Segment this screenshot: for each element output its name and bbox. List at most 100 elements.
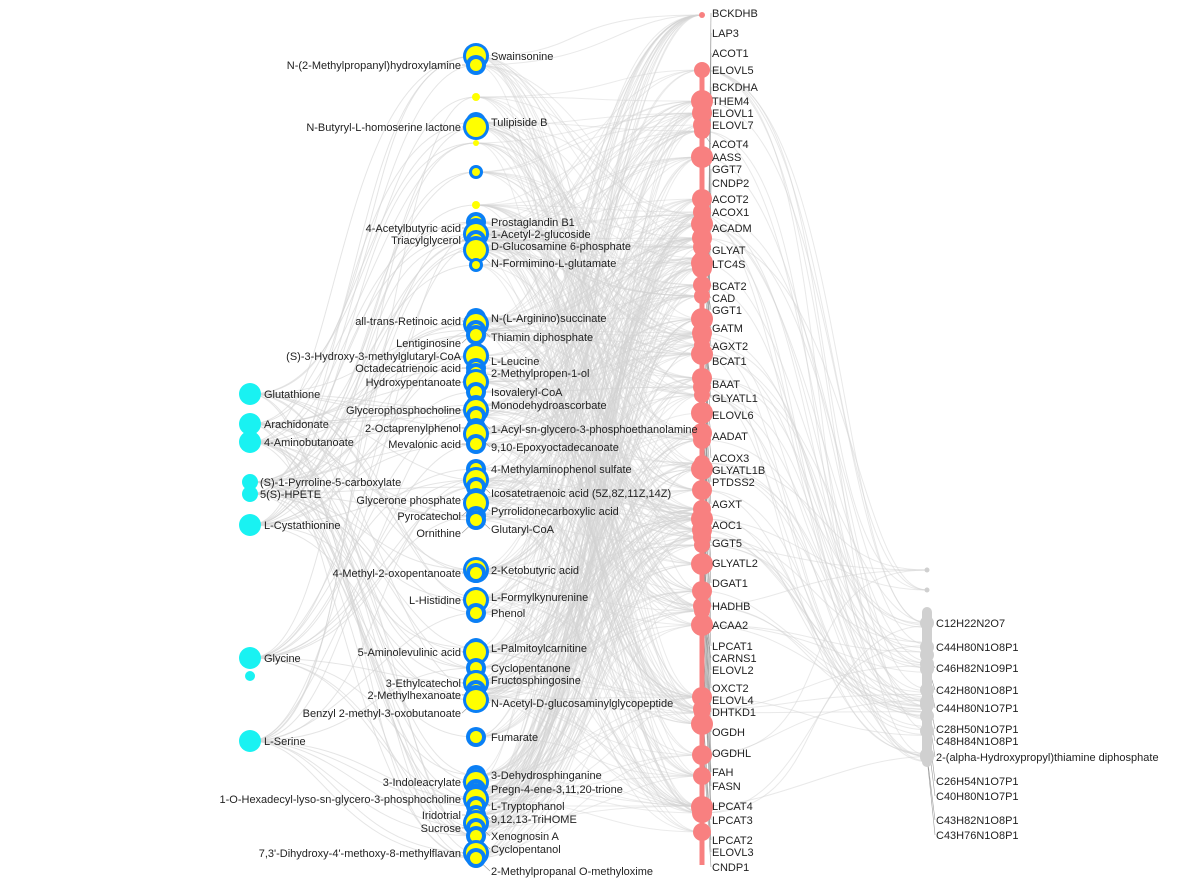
edge	[475, 214, 703, 601]
right-node[interactable]	[692, 745, 712, 765]
middle-node[interactable]	[466, 690, 486, 710]
right-node[interactable]	[691, 713, 713, 735]
middle-node-label: Thiamin diphosphate	[491, 332, 593, 344]
edge	[475, 237, 703, 859]
edge	[249, 96, 477, 659]
edge	[475, 295, 703, 696]
right-hub-node[interactable]	[699, 12, 705, 18]
right-node[interactable]	[693, 431, 711, 449]
edge	[701, 377, 928, 628]
edge	[475, 214, 703, 241]
edge	[475, 112, 703, 517]
far-right-node[interactable]	[920, 709, 934, 723]
edge	[475, 112, 703, 128]
right-node-label: GLYATL2	[712, 558, 758, 570]
edge	[475, 381, 703, 607]
edge	[701, 386, 928, 757]
right-node-label: ELOVL5	[712, 65, 754, 77]
edge	[701, 69, 928, 591]
edge	[475, 295, 703, 322]
edge	[475, 246, 703, 859]
right-node-label: AADAT	[712, 431, 748, 443]
edge	[475, 171, 703, 338]
far-right-node[interactable]	[920, 750, 934, 764]
right-node[interactable]	[691, 458, 713, 480]
middle-node[interactable]	[470, 514, 482, 526]
left-node[interactable]	[239, 383, 261, 405]
middle-node[interactable]	[472, 168, 480, 176]
left-node[interactable]	[239, 647, 261, 669]
edge	[475, 518, 703, 653]
left-node[interactable]	[242, 486, 258, 502]
left-node[interactable]	[239, 431, 261, 453]
right-node[interactable]	[692, 581, 712, 601]
left-node[interactable]	[239, 730, 261, 752]
middle-node[interactable]	[470, 731, 482, 743]
middle-node[interactable]	[466, 117, 486, 137]
middle-node[interactable]	[470, 59, 482, 71]
right-node[interactable]	[691, 553, 713, 575]
middle-node[interactable]	[470, 852, 482, 864]
edge	[475, 317, 703, 607]
right-node[interactable]	[694, 288, 710, 304]
far-right-node[interactable]	[920, 724, 934, 738]
edge	[475, 329, 703, 698]
middle-node[interactable]	[466, 240, 486, 260]
right-node[interactable]	[692, 258, 712, 278]
edge	[475, 596, 703, 714]
far-right-node[interactable]	[920, 698, 934, 712]
edge	[475, 156, 703, 800]
middle-node[interactable]	[470, 567, 482, 579]
right-node[interactable]	[691, 402, 713, 424]
right-node[interactable]	[691, 146, 713, 168]
edge	[475, 245, 703, 396]
edge	[475, 486, 703, 592]
edge	[475, 249, 703, 470]
left-node[interactable]	[242, 474, 258, 490]
edge	[475, 14, 703, 681]
left-node[interactable]	[239, 413, 261, 435]
edge	[475, 334, 703, 434]
right-node[interactable]	[694, 537, 710, 553]
middle-node[interactable]	[472, 261, 480, 269]
right-node[interactable]	[691, 614, 713, 636]
middle-node[interactable]	[470, 438, 482, 450]
far-right-node[interactable]	[920, 683, 934, 697]
right-node[interactable]	[692, 189, 712, 209]
right-node[interactable]	[694, 123, 710, 139]
edge	[475, 353, 703, 696]
right-node[interactable]	[692, 480, 712, 500]
right-node[interactable]	[693, 767, 711, 785]
edge	[701, 711, 928, 714]
far-right-node[interactable]	[920, 662, 934, 676]
far-right-node[interactable]	[920, 616, 934, 630]
right-node-label: LAP3	[712, 28, 739, 40]
far-right-node[interactable]	[924, 587, 930, 593]
middle-node[interactable]	[472, 93, 480, 101]
right-node[interactable]	[691, 213, 713, 235]
edge	[249, 740, 477, 859]
right-node[interactable]	[691, 308, 713, 330]
right-node[interactable]	[694, 387, 710, 403]
middle-node[interactable]	[473, 140, 479, 146]
left-node[interactable]	[245, 671, 255, 681]
middle-node[interactable]	[470, 386, 482, 398]
edge	[475, 237, 703, 481]
right-node[interactable]	[693, 823, 711, 841]
middle-node[interactable]	[470, 607, 482, 619]
middle-node[interactable]	[470, 329, 482, 341]
middle-node[interactable]	[472, 201, 480, 209]
right-node[interactable]	[694, 62, 710, 78]
edge	[475, 156, 703, 571]
edge	[475, 249, 703, 538]
edge	[475, 518, 703, 829]
middle-node[interactable]	[466, 642, 486, 662]
edge	[249, 441, 477, 669]
middle-node-label: L-Formylkynurenine	[491, 592, 588, 604]
right-node[interactable]	[691, 343, 713, 365]
edge	[249, 249, 477, 526]
right-node[interactable]	[692, 803, 712, 823]
far-right-node[interactable]	[924, 567, 930, 573]
left-node[interactable]	[239, 514, 261, 536]
middle-node[interactable]	[470, 830, 482, 842]
